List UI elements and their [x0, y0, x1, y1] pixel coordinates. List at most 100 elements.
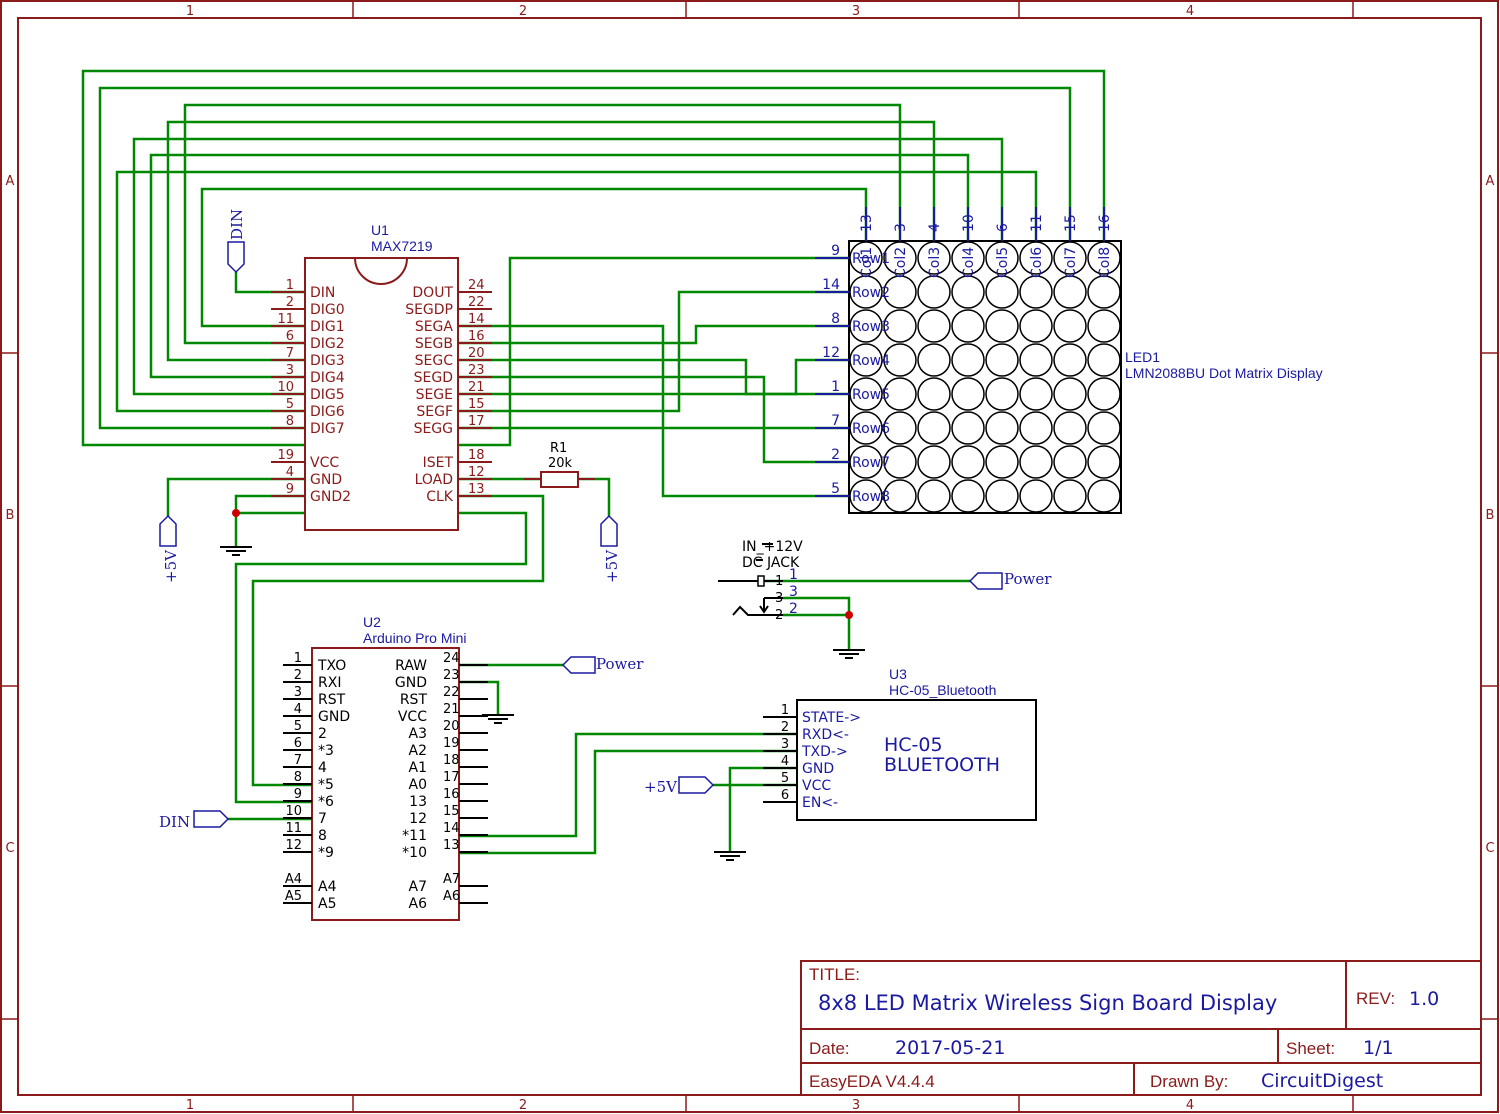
- u1-pin-name: GND: [310, 472, 342, 488]
- led-dot: [883, 309, 917, 343]
- led-dot: [917, 241, 951, 275]
- title-value: 8x8 LED Matrix Wireless Sign Board Displ…: [818, 991, 1277, 1015]
- net-port-vcc-bt[interactable]: +5V: [644, 776, 715, 796]
- led1-dot-matrix[interactable]: 13Col13Col24Col310Col46Col511Col615Col71…: [815, 207, 1323, 514]
- border-col-1-bottom: 1: [186, 1098, 194, 1113]
- u2-pin-name: A2: [409, 743, 427, 759]
- u2-pin-name: A5: [318, 896, 336, 912]
- drawn-by-value: CircuitDigest: [1261, 1070, 1383, 1092]
- u2-pin-name: *10: [402, 845, 427, 861]
- led-dot: [951, 343, 985, 377]
- led-dot: [917, 411, 951, 445]
- led-col-name: Col1: [859, 247, 875, 278]
- led-dot: [1053, 343, 1087, 377]
- led-dot: [1019, 343, 1053, 377]
- u2-pin-number: 2: [294, 668, 302, 683]
- led-dot: [985, 241, 1019, 275]
- border-col-3-top: 3: [852, 4, 860, 19]
- led-dot: [1053, 309, 1087, 343]
- u1-pin-number: 6: [286, 329, 294, 344]
- led-dot: [951, 309, 985, 343]
- u1-right-pins: 24DOUT22SEGDP14SEGA16SEGB20SEGC23SEGD21S…: [405, 278, 492, 505]
- u1-pin-name: SEGF: [416, 404, 453, 420]
- led-dot: [1087, 411, 1121, 445]
- u2-pin-name: 7: [318, 811, 327, 827]
- jack-pin-1-right: 1: [789, 567, 798, 583]
- net-port-din-left[interactable]: DIN: [159, 810, 230, 831]
- u3-pin-name: VCC: [802, 778, 831, 794]
- u1-pin-number: 13: [468, 482, 485, 497]
- border-row-b-right: B: [1486, 508, 1495, 523]
- led-dot: [883, 411, 917, 445]
- jack-pin-2: 2: [775, 608, 783, 623]
- u2-right-pins: 24RAW23GND22RST21VCC20A319A218A117A01613…: [395, 651, 488, 912]
- led-col-number: 11: [1029, 214, 1045, 232]
- u1-pin-number: 10: [277, 380, 294, 395]
- led-dot: [985, 343, 1019, 377]
- led-dot: [1019, 275, 1053, 309]
- u2-pin-number: 12: [285, 838, 302, 853]
- led-row-number: 12: [822, 345, 840, 361]
- led-dot: [883, 377, 917, 411]
- u2-pin-name: *11: [402, 828, 427, 844]
- jack-pin-2-right: 2: [789, 601, 798, 617]
- date-value: 2017-05-21: [895, 1037, 1005, 1059]
- u1-pin-number: 21: [468, 380, 485, 395]
- u1-pin-name: VCC: [310, 455, 339, 471]
- led-dot: [985, 309, 1019, 343]
- ground-icon: [220, 546, 252, 556]
- u1-pin-name: CLK: [426, 489, 454, 505]
- u2-pin-number: 9: [294, 787, 302, 802]
- led-dot: [951, 411, 985, 445]
- u1-pin-name: DIG4: [310, 370, 345, 386]
- led-dot: [1087, 377, 1121, 411]
- led-row-number: 1: [831, 379, 840, 395]
- u2-pin-number: 8: [294, 770, 302, 785]
- u2-pin-name: 4: [318, 760, 327, 776]
- u2-pin-number: 18: [443, 753, 460, 768]
- u1-pin-name: DIG3: [310, 353, 345, 369]
- net-port-vcc-left[interactable]: +5V: [159, 514, 180, 583]
- led-col-number: 4: [927, 223, 943, 232]
- net-port-power-jack[interactable]: Power: [968, 570, 1052, 590]
- u1-pin-number: 5: [286, 397, 294, 412]
- u1-pin-name: DIN: [310, 285, 335, 301]
- u2-pin-number: A5: [285, 889, 302, 904]
- u1-pin-number: 12: [468, 465, 485, 480]
- u3-part: HC-05_Bluetooth: [889, 682, 996, 698]
- u1-pin-number: 15: [468, 397, 485, 412]
- led-col-number: 13: [859, 214, 875, 232]
- din-top-label: DIN: [228, 209, 246, 240]
- u1-pin-number: 16: [468, 329, 485, 344]
- u2-ref: U2: [363, 614, 381, 630]
- led-dot: [849, 343, 883, 377]
- led-dot: [951, 241, 985, 275]
- net-port-vcc-right[interactable]: +5V: [600, 514, 621, 583]
- u1-pin-number: 18: [468, 448, 485, 463]
- u2-pin-name: RST: [318, 692, 346, 708]
- u1-pin-name: LOAD: [415, 472, 453, 488]
- title-label: TITLE:: [809, 965, 860, 984]
- r1-resistor[interactable]: R1 20k: [524, 441, 595, 488]
- net-port-power-arduino[interactable]: Power: [561, 655, 644, 674]
- dc-jack[interactable]: IN_+12V DC JACK 1 3 2 1 3 2: [718, 539, 803, 623]
- title-block: TITLE: 8x8 LED Matrix Wireless Sign Boar…: [800, 960, 1482, 1096]
- net-port-din-top[interactable]: DIN: [227, 209, 246, 274]
- led-row-number: 14: [822, 277, 840, 293]
- u1-part: MAX7219: [371, 238, 433, 254]
- wires: [81, 69, 1106, 855]
- sheet-value: 1/1: [1363, 1037, 1394, 1059]
- border-col-4-bottom: 4: [1186, 1098, 1194, 1113]
- led-dot: [1087, 343, 1121, 377]
- u1-pin-name: DIG6: [310, 404, 345, 420]
- u2-pin-name: GND: [318, 709, 350, 725]
- u2-pin-number: 10: [285, 804, 302, 819]
- u2-pin-number: 5: [294, 719, 302, 734]
- u1-pin-name: SEGA: [415, 319, 454, 335]
- u2-pin-name: RXI: [318, 675, 341, 691]
- u2-pin-name: 8: [318, 828, 327, 844]
